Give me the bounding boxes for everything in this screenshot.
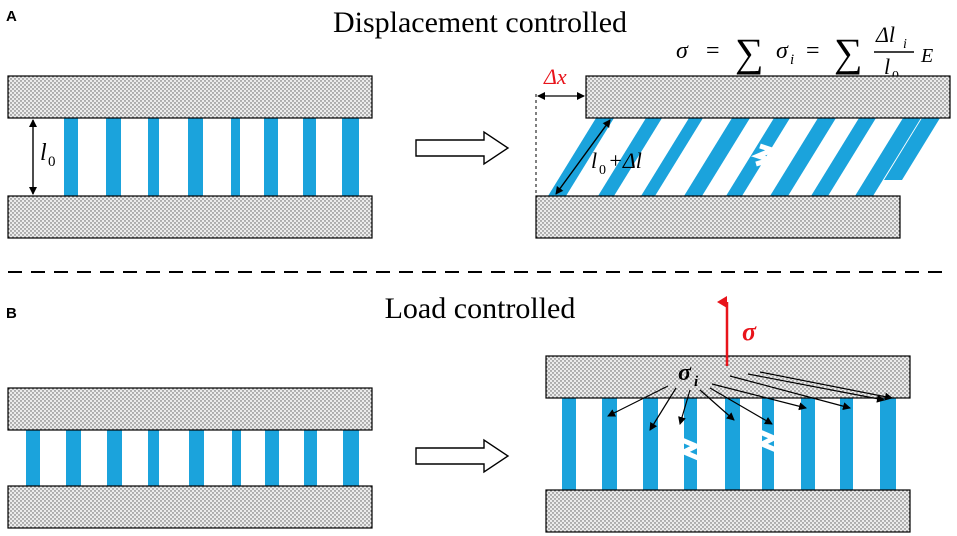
fiber [343,430,359,486]
redistribution-arrow [747,373,885,403]
top-plate [7,387,373,431]
label-initial-length-sub: 0 [48,154,56,170]
panel-a-sheared-fibers [548,118,940,196]
fiber [855,118,921,196]
formula-sigma-i-sub: i [790,52,794,68]
redistribution-arrow [649,387,677,431]
label-applied-load: σ⃗ [742,317,776,346]
fiber-break-mark [756,429,780,453]
panel-b-loaded-bundle: σ⃗ σ i [545,296,911,533]
fiber [148,118,159,196]
panel-a-initial-bundle: l 0 [7,75,373,239]
panel-b-loaded-fibers [562,396,896,492]
fiber-break-mark [678,437,702,461]
stretched-length-arrow [555,119,611,195]
fiber [641,118,703,196]
top-plate [7,75,373,119]
formula-equals-2: = [806,38,820,64]
panel-b-letter: B [6,305,17,322]
panel-b-initial-bundle [7,387,373,529]
fiber [231,118,240,196]
label-stretched-length: l [591,148,597,173]
fiber [304,430,317,486]
fiber [107,430,122,486]
label-fiber-stress: σ [678,360,692,386]
fiber [188,118,203,196]
bottom-plate [7,195,373,239]
top-plate-shifted [585,75,951,119]
redistribution-arrow [678,389,691,425]
fiber [801,396,815,492]
fiber [106,118,121,196]
fiber [880,396,896,492]
panel-a-letter: A [6,8,17,25]
label-stretched-length-rest: +Δl [608,148,642,173]
redistribution-arrow [699,389,735,421]
fiber [265,430,279,486]
formula-sum-2: ∑ [834,30,863,75]
formula-denominator: l [884,54,890,79]
fiber-break-mark [750,143,780,167]
fiber [232,430,241,486]
fiber [303,118,316,196]
formula-numerator: Δl [875,22,895,47]
fiber [66,430,81,486]
formula-modulus: E [920,45,933,67]
panel-a-heading: Displacement controlled [333,6,627,39]
redistribution-arrow [759,371,893,401]
panel-b-initial-fibers [26,430,359,486]
stress-redistribution-arrows [607,371,893,431]
redistribution-arrow [607,385,669,417]
fiber [811,118,876,196]
fiber [684,118,750,196]
fiber [562,396,576,492]
fiber [189,430,204,486]
fiber [598,118,662,196]
formula-sum-1: ∑ [735,30,764,75]
formula-numerator-sub: i [903,37,907,52]
fiber [548,118,614,196]
fiber [884,118,940,180]
fiber [342,118,359,196]
redistribution-arrow [729,375,851,411]
bottom-plate [545,489,911,533]
fiber [264,118,278,196]
formula-equals-1: = [706,38,720,64]
label-initial-length: l [40,140,47,166]
redistribution-arrow [711,383,807,411]
formula-sigma-vector: σ⃗ [676,38,707,64]
redistribution-arrow [709,387,773,425]
formula-sigma-i: σ [776,38,789,64]
fiber [643,396,658,492]
panel-a-sheared-bundle: Δx l 0 +Δl [535,64,951,239]
bottom-plate [535,195,901,239]
transition-arrow-b [415,438,510,474]
label-stretched-length-sub: 0 [599,163,606,178]
fiber [26,430,40,486]
fiber [840,396,853,492]
label-fiber-stress-sub: i [694,374,699,390]
panel-a-initial-fibers [64,118,359,196]
stress-formula: σ⃗ = ∑ σ i = ∑ Δl i l 0 E [676,22,933,84]
fiber [770,118,836,196]
fiber [148,430,159,486]
transition-arrow-a [415,130,510,166]
fiber [64,118,78,196]
fiber [602,396,617,492]
bottom-plate [7,485,373,529]
fiber [725,396,740,492]
panel-b-heading: Load controlled [385,292,576,325]
label-displacement: Δx [543,64,567,89]
